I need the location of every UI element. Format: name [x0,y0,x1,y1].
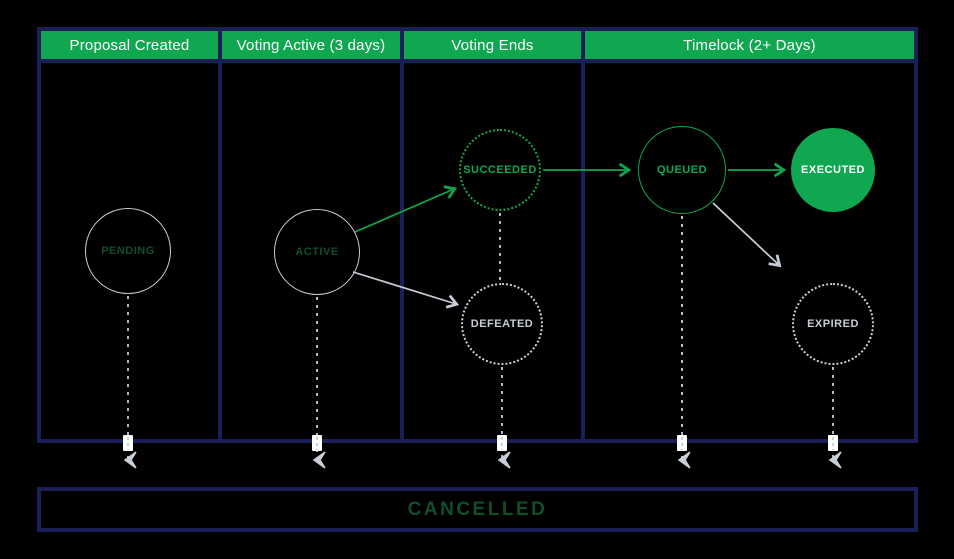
lane-header-voting-active: Voting Active (3 days) [222,31,400,63]
lane-header-proposal-created: Proposal Created [41,31,218,63]
state-node-executed: EXECUTED [791,128,875,212]
lane-voting-active: Voting Active (3 days) [222,31,404,439]
lane-proposal-created: Proposal Created [41,31,222,439]
state-node-succeeded: SUCCEEDED [459,129,541,211]
lane-voting-ends: Voting Ends [404,31,585,439]
swimlane-container: Proposal Created Voting Active (3 days) … [37,27,918,443]
lane-header-voting-ends: Voting Ends [404,31,581,63]
state-node-defeated: DEFEATED [461,283,543,365]
state-node-expired: EXPIRED [792,283,874,365]
cancelled-state-bar: CANCELLED [37,487,918,532]
state-node-active: ACTIVE [274,209,360,295]
state-node-queued: QUEUED [638,126,726,214]
lane-body-voting-ends [404,63,581,439]
lane-timelock: Timelock (2+ Days) [585,31,914,439]
state-node-pending: PENDING [85,208,171,294]
lane-body-timelock [585,63,914,439]
lane-header-timelock: Timelock (2+ Days) [585,31,914,63]
